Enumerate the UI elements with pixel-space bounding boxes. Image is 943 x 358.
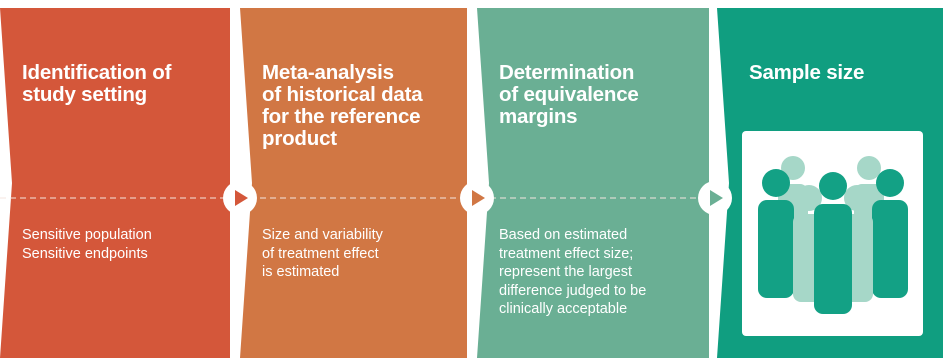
step-2-body-line: of treatment effect bbox=[262, 245, 379, 262]
step-1-title-line: study setting bbox=[22, 83, 147, 106]
step-3-body-line: clinically acceptable bbox=[499, 301, 628, 317]
step-3-body-line: difference judged to be bbox=[499, 282, 647, 299]
step-1-body-line: Sensitive endpoints bbox=[22, 245, 148, 262]
step-2-title-line: product bbox=[262, 127, 337, 150]
step-1-panel bbox=[0, 8, 230, 358]
person-right bbox=[872, 169, 908, 298]
step-3-title-line: Determination bbox=[499, 61, 635, 84]
person-center bbox=[814, 172, 852, 314]
step-2-body: Size and variability of treatment effect… bbox=[262, 226, 383, 282]
connector-1 bbox=[223, 181, 257, 215]
step-3-body-line: represent the largest bbox=[499, 264, 632, 280]
step-1-body: Sensitive population Sensitive endpoints bbox=[22, 226, 152, 263]
step-2-title: Meta-analysis of historical data for the… bbox=[262, 61, 423, 150]
connector-2 bbox=[460, 181, 494, 215]
play-arrow-icon bbox=[235, 190, 248, 206]
step-3-title: Determination of equivalence margins bbox=[499, 62, 639, 128]
step-2-panel bbox=[240, 8, 467, 358]
step-3-body-line: Based on estimated bbox=[499, 227, 628, 243]
step-3-panel bbox=[477, 8, 709, 358]
person-left bbox=[758, 169, 794, 298]
step-2-title-line: of historical data bbox=[262, 83, 423, 106]
step-2-body-line: is estimated bbox=[262, 264, 340, 280]
play-arrow-icon bbox=[472, 190, 485, 206]
step-2-body-line: Size and variability bbox=[262, 227, 383, 243]
connector-3 bbox=[698, 181, 732, 215]
step-3-title-line: margins bbox=[499, 105, 578, 128]
step-3-title-line: of equivalence bbox=[499, 83, 639, 106]
step-3-body-line: treatment effect size; bbox=[499, 245, 634, 262]
step-4-title: Sample size bbox=[749, 62, 864, 84]
step-1-title-line: Identification of bbox=[22, 61, 172, 84]
step-3-body: Based on estimated treatment effect size… bbox=[499, 226, 646, 319]
people-group-icon bbox=[742, 131, 923, 336]
play-arrow-icon bbox=[710, 190, 723, 206]
step-1-title: Identification of study setting bbox=[22, 62, 171, 106]
step-2-title-line: for the reference bbox=[262, 105, 421, 128]
step-4-title-line: Sample size bbox=[749, 61, 865, 84]
step-2-title-line: Meta-analysis bbox=[262, 61, 394, 84]
step-1-body-line: Sensitive population bbox=[22, 227, 152, 243]
